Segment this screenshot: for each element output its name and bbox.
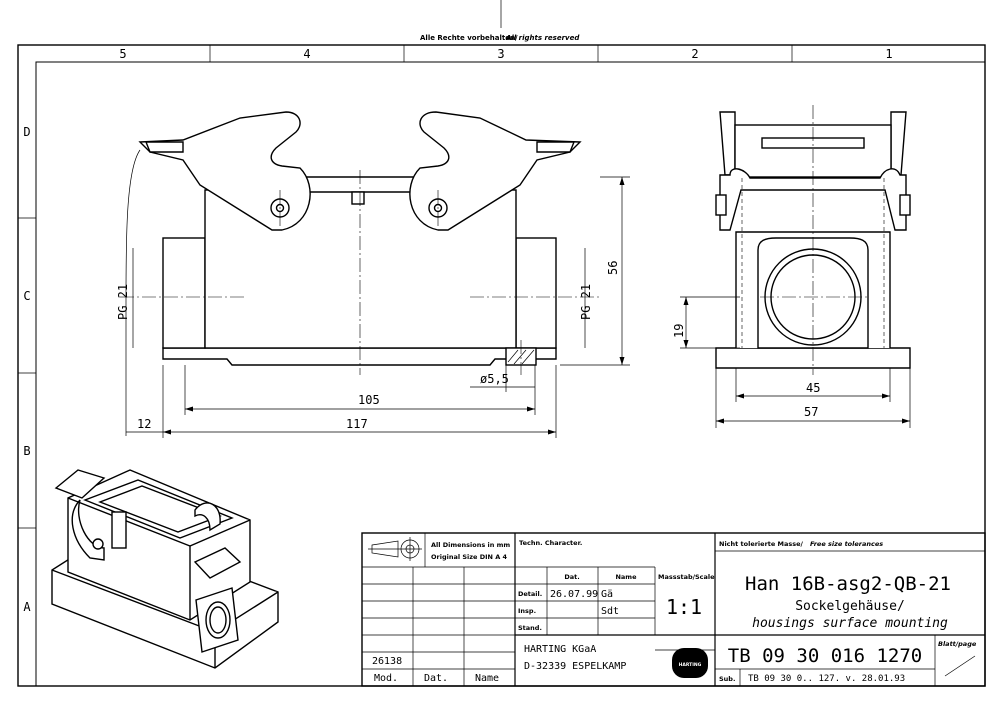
column-label: 4 xyxy=(303,47,310,61)
dims-note-1: All Dimensions in mm xyxy=(431,541,510,549)
row-dividers xyxy=(18,217,36,529)
side-dimensions xyxy=(680,296,911,428)
detail-name: Gä xyxy=(601,589,613,600)
side-view xyxy=(715,105,911,375)
dim-height-56: 56 xyxy=(606,261,620,275)
mod-label: Mod. xyxy=(374,673,398,684)
techn-char: Techn. Character. xyxy=(519,539,582,547)
row-label: A xyxy=(23,600,31,614)
col-dat: Dat. xyxy=(564,573,579,581)
row-label: B xyxy=(23,444,30,458)
company: HARTING KGaA xyxy=(524,644,596,655)
row-stand: Stand. xyxy=(518,624,542,632)
col-name: Name xyxy=(615,573,637,581)
tolerance-de: Nicht tolerierte Masse/ xyxy=(719,540,804,548)
detail-date: 26.07.99 xyxy=(550,589,598,600)
sub-text: TB 09 30 0.. 127. v. 28.01.93 xyxy=(748,674,905,684)
sub-label: Sub. xyxy=(719,675,735,683)
rights-en: All rights reserved xyxy=(505,34,580,42)
dim-pg-left: PG 21 xyxy=(116,284,130,320)
title-block xyxy=(361,532,986,687)
mod-number: 26138 xyxy=(372,656,402,667)
part-number: TB 09 30 016 1270 xyxy=(728,645,922,667)
name-label: Name xyxy=(475,673,499,684)
row-label: C xyxy=(23,289,30,303)
dims-note-2: Original Size DIN A 4 xyxy=(431,553,508,561)
dat-label: Dat. xyxy=(424,673,448,684)
desc-en: housings surface mounting xyxy=(752,616,948,631)
dim-57: 57 xyxy=(804,405,818,419)
rights-de: Alle Rechte vorbehalten/ xyxy=(420,34,518,42)
scale-label: Massstab/Scale xyxy=(658,573,715,581)
front-dimensions xyxy=(126,176,630,438)
row-label: D xyxy=(23,125,30,139)
row-detail: Detail. xyxy=(518,590,542,598)
front-view xyxy=(120,111,600,436)
dim-19: 19 xyxy=(672,324,686,338)
column-label: 3 xyxy=(497,47,504,61)
dim-hole: ø5,5 xyxy=(480,372,509,386)
dim-105: 105 xyxy=(358,393,380,407)
isometric-view xyxy=(51,469,279,669)
column-label: 5 xyxy=(119,47,126,61)
scale-value: 1:1 xyxy=(666,595,702,619)
sheet-label: Blatt/page xyxy=(938,640,977,648)
dim-12: 12 xyxy=(137,417,151,431)
dim-45: 45 xyxy=(806,381,820,395)
product-name: Han 16B-asg2-QB-21 xyxy=(745,573,951,595)
column-label: 2 xyxy=(691,47,698,61)
row-insp: Insp. xyxy=(518,607,536,615)
insp-name: Sdt xyxy=(601,606,619,617)
dim-117: 117 xyxy=(346,417,368,431)
address: D-32339 ESPELKAMP xyxy=(524,661,626,672)
dim-pg-right: PG 21 xyxy=(579,284,593,320)
logo-text: HARTING xyxy=(679,662,702,668)
desc-de: Sockelgehäuse/ xyxy=(795,599,905,614)
harting-logo xyxy=(672,648,708,678)
column-label: 1 xyxy=(885,47,892,61)
column-dividers xyxy=(209,45,793,62)
tolerance-en: Free size tolerances xyxy=(810,540,883,548)
